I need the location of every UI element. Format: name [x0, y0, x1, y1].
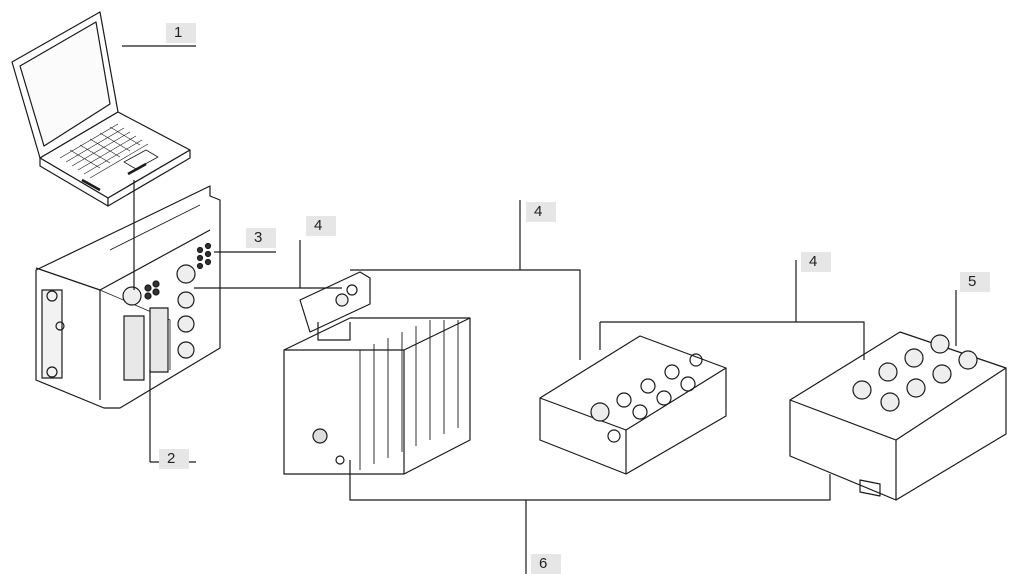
controller-illustration — [36, 186, 220, 408]
callout-label-3: 3 — [246, 228, 276, 248]
valve-terminal-illustration — [284, 272, 470, 474]
callout-label-1: 1 — [166, 23, 196, 43]
io-module-illustration — [540, 336, 726, 474]
remote-io-module-illustration — [790, 332, 1006, 500]
connection-lines — [122, 46, 956, 574]
callout-label-6: 6 — [531, 554, 561, 574]
callout-label-2: 2 — [159, 449, 189, 469]
callout-label-4a: 4 — [306, 216, 336, 236]
laptop-illustration — [12, 12, 190, 206]
callout-label-4b: 4 — [526, 202, 556, 222]
callout-label-5: 5 — [960, 272, 990, 292]
callout-label-4c: 4 — [801, 252, 831, 272]
